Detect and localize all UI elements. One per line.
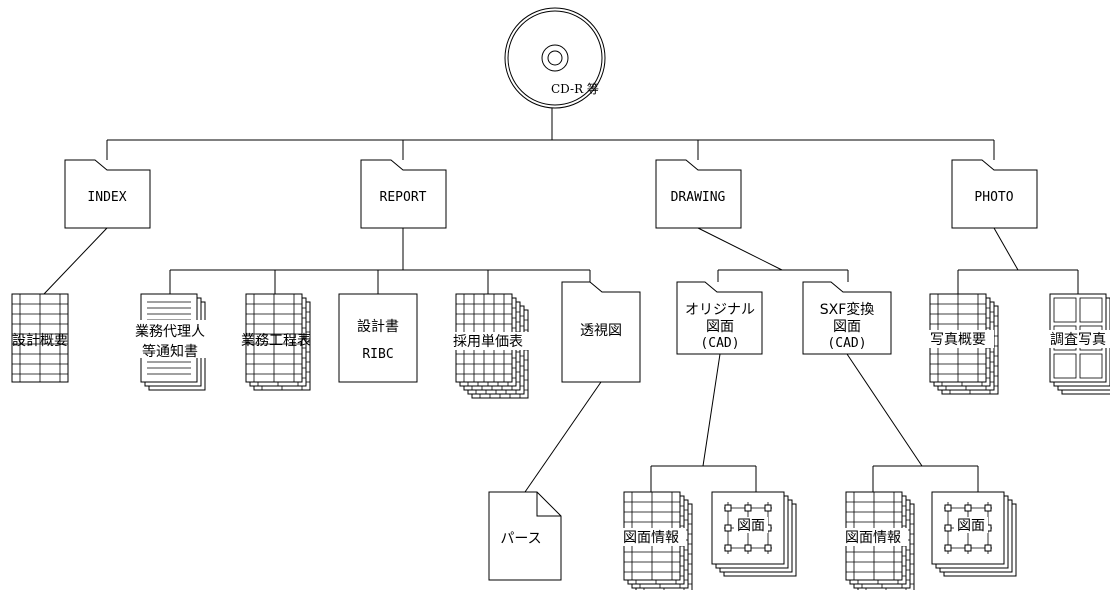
doc-sekkeisho[interactable] <box>338 293 418 383</box>
cd-disc-icon[interactable] <box>504 7 606 109</box>
folder-sxf-cad-label-1: SXF変換 <box>820 301 875 318</box>
doc-sekkeisho-label-1: 設計書 <box>357 319 399 335</box>
doc-orig-zumen-jouhou-label: 図面情報 <box>623 530 679 546</box>
folder-report[interactable]: REPORT <box>360 159 447 229</box>
folder-index-label: INDEX <box>87 190 126 205</box>
photo-connectors <box>957 227 1079 294</box>
folder-index[interactable]: INDEX <box>64 159 151 229</box>
folder-toushi-zu-label: 透視図 <box>580 323 622 339</box>
doc-paasu-label: パース <box>500 531 541 547</box>
folder-sxf-cad[interactable] <box>802 281 892 355</box>
folder-original-cad[interactable] <box>676 281 763 355</box>
folder-sxf-cad-label-3: (CAD) <box>827 336 866 351</box>
doc-sxf-zumen-label: 図面 <box>957 518 985 534</box>
folder-toushi-zu[interactable] <box>561 281 641 383</box>
index-connector <box>43 227 108 295</box>
doc-gyomu-koutei-label: 業務工程表 <box>241 333 311 349</box>
folder-photo[interactable]: PHOTO <box>951 159 1038 229</box>
original-connectors <box>650 353 757 492</box>
folder-drawing[interactable]: DRAWING <box>655 159 742 229</box>
doc-sxf-zumen[interactable] <box>931 491 1017 577</box>
drawing-connectors <box>697 227 849 282</box>
doc-saiyou-tanka-label: 採用単価表 <box>453 334 523 350</box>
paasu-connector <box>524 381 602 493</box>
sxf-connectors <box>846 353 979 492</box>
doc-orig-zumen[interactable] <box>711 491 797 577</box>
folder-original-cad-label-2: 図面 <box>706 319 734 335</box>
doc-orig-zumen-label: 図面 <box>737 518 765 534</box>
doc-sxf-zumen-jouhou-label: 図面情報 <box>845 530 901 546</box>
doc-sekkei-gaiyou-label: 設計概要 <box>12 333 68 349</box>
cd-root-label: CD-R 等 <box>551 82 599 96</box>
folder-original-cad-label-1: オリジナル <box>685 302 755 318</box>
doc-gyomu-dairinin-label-1: 業務代理人 <box>135 324 205 340</box>
doc-shashin-gaiyou-label: 写真概要 <box>930 332 986 348</box>
folder-photo-label: PHOTO <box>974 190 1013 205</box>
doc-paasu[interactable] <box>488 491 562 581</box>
doc-sekkeisho-label-2: RIBC <box>362 347 393 362</box>
doc-gyomu-dairinin-label-2: 等通知書 <box>142 343 198 360</box>
folder-report-label: REPORT <box>380 190 427 205</box>
root-connectors <box>106 108 995 160</box>
folder-sxf-cad-label-2: 図面 <box>833 319 861 335</box>
folder-drawing-label: DRAWING <box>671 190 726 205</box>
report-connectors <box>169 228 591 294</box>
doc-chousa-shashin-label: 調査写真 <box>1050 332 1106 348</box>
folder-original-cad-label-3: (CAD) <box>700 336 739 351</box>
